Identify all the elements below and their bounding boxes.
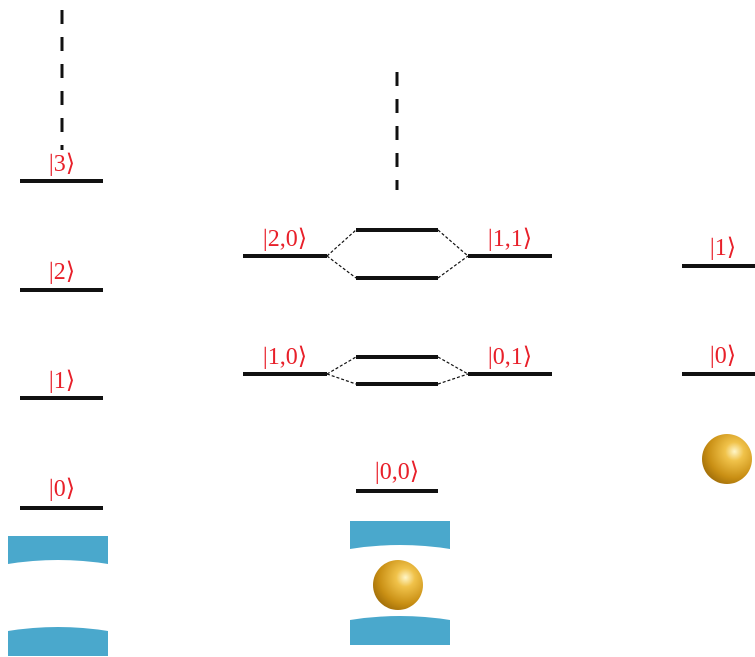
dressed-ladder: |2,0⟩ |1,1⟩ |1,0⟩ |0,1⟩ |0,0⟩ (243, 72, 552, 645)
coupled-cavity-top-mirror (350, 521, 450, 549)
coupled-atom-icon (373, 560, 423, 610)
free-atom-icon (702, 434, 752, 484)
cavity-level-3-label: |3⟩ (49, 151, 75, 177)
cavity-ladder: |3⟩ |2⟩ |1⟩ |0⟩ (8, 10, 108, 656)
cavity-level-0-label: |0⟩ (49, 476, 75, 502)
coupled-cavity-bottom-mirror (350, 616, 450, 645)
cavity-level-2-label: |2⟩ (49, 259, 75, 285)
atom-level-0-label: |0⟩ (710, 343, 736, 369)
cavity-level-1-label: |1⟩ (49, 368, 75, 394)
dressed-2-left-label: |2,0⟩ (263, 226, 307, 252)
dressed-2-coupling-lines (326, 229, 469, 279)
cavity-top-mirror (8, 536, 108, 564)
dressed-ground-label: |0,0⟩ (375, 459, 419, 485)
dressed-1-left-label: |1,0⟩ (263, 344, 307, 370)
cavity-bottom-mirror (8, 627, 108, 656)
dressed-1-right-label: |0,1⟩ (488, 344, 532, 370)
atom-ladder: |1⟩ |0⟩ (682, 235, 755, 484)
dressed-1-coupling-lines (326, 356, 469, 385)
dressed-2-right-label: |1,1⟩ (488, 226, 532, 252)
atom-level-1-label: |1⟩ (710, 235, 736, 261)
